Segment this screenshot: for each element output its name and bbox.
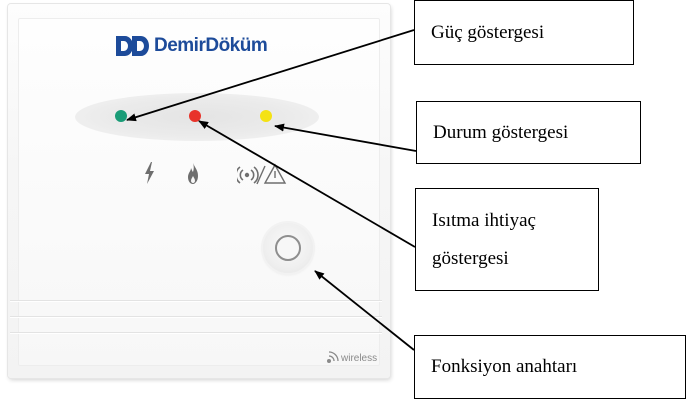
- callout-heating-line2: göstergesi: [432, 247, 509, 269]
- callout-heating-text: Isıtma ihtiyaç göstergesi: [432, 202, 536, 276]
- callout-function-switch-text: Fonksiyon anahtarı: [431, 356, 578, 377]
- vent-groove: [10, 316, 382, 317]
- thermostat-device: [8, 4, 390, 378]
- function-switch-button[interactable]: [263, 223, 313, 273]
- callout-heating-line1: Isıtma ihtiyaç: [432, 210, 536, 232]
- callout-power-indicator: Güç göstergesi: [414, 0, 634, 65]
- callout-status-text: Durum göstergesi: [433, 121, 569, 143]
- device-face: [18, 18, 380, 366]
- function-switch-ring: [275, 235, 301, 261]
- lightning-icon: [145, 162, 154, 184]
- heating-led: [189, 110, 201, 122]
- brand-name: DemirDöküm: [154, 35, 268, 56]
- callout-function-switch: Fonksiyon anahtarı: [414, 335, 686, 399]
- flame-icon: [188, 163, 198, 184]
- wireless-label: wireless: [341, 353, 378, 364]
- vent-groove: [10, 332, 382, 333]
- wireless-badge: wireless: [326, 350, 377, 364]
- callout-heating-indicator: Isıtma ihtiyaç göstergesi: [415, 188, 599, 291]
- wireless-signal-icon: [327, 351, 339, 363]
- brand-mark-icon: [116, 36, 149, 56]
- status-led: [260, 110, 272, 122]
- callout-power-text: Güç göstergesi: [431, 21, 545, 43]
- power-led: [115, 110, 127, 122]
- wireless-warning-icon: [237, 163, 287, 185]
- vent-groove: [10, 300, 382, 301]
- callout-status-indicator: Durum göstergesi: [416, 101, 641, 164]
- brand-logo: DemirDöküm: [116, 34, 268, 58]
